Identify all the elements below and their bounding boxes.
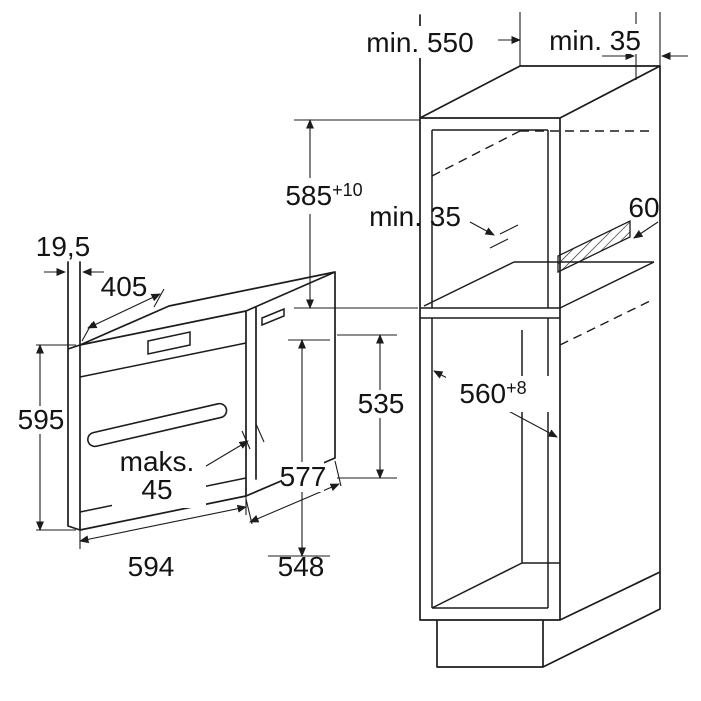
dim-label-535: 535	[358, 388, 405, 419]
dim-label-585: 585+10	[285, 180, 362, 211]
oven-front-details	[79, 307, 285, 513]
dim-label-maks: maks.	[120, 446, 195, 477]
mask-min550	[342, 26, 498, 58]
dim-label-min-35-top: min. 35	[549, 25, 641, 56]
dim-label-min-35-mid: min. 35	[369, 201, 461, 232]
dimension-maks-45-ticks	[241, 423, 265, 450]
mask-595	[22, 406, 62, 434]
dim-label-19-5: 19,5	[36, 231, 91, 262]
dim-label-560: 560+8	[459, 378, 526, 409]
dim-label-577: 577	[280, 461, 327, 492]
dimension-60-arrow	[633, 221, 659, 239]
dimension-min-35-mid-leader	[469, 221, 495, 236]
mask-535	[358, 390, 404, 418]
dimension-405-line	[87, 293, 161, 329]
oven-extension-lines	[36, 288, 397, 557]
dimension-labels: min. 550 min. 35 585+10 min. 35 60 560+8…	[18, 25, 660, 582]
dim-label-60: 60	[628, 192, 659, 223]
oven-door-handle	[87, 402, 228, 448]
cabinet-drawing	[294, 12, 688, 668]
oven-drawing	[36, 261, 397, 557]
mask-560	[446, 376, 550, 412]
dimension-594-line	[79, 504, 247, 544]
dimension-548-line	[249, 483, 340, 523]
dim-label-595: 595	[18, 404, 65, 435]
cabinet-outline	[419, 14, 661, 668]
vent-cutout-hatch	[557, 219, 631, 274]
dim-label-min-550: min. 550	[366, 27, 473, 58]
dim-label-405: 405	[101, 271, 148, 302]
dim-label-594: 594	[128, 551, 175, 582]
cabinet-hidden-edges	[431, 130, 655, 346]
mask-585	[272, 178, 382, 214]
cabinet-interior	[420, 129, 655, 609]
dimension-min-35-mid-ticks	[489, 224, 519, 249]
mask-577	[282, 462, 324, 492]
mask-min35-top	[550, 24, 640, 54]
dim-label-45: 45	[141, 474, 172, 505]
label-masks	[22, 24, 640, 508]
mask-maks-45	[112, 446, 206, 508]
dim-label-548: 548	[278, 551, 325, 582]
